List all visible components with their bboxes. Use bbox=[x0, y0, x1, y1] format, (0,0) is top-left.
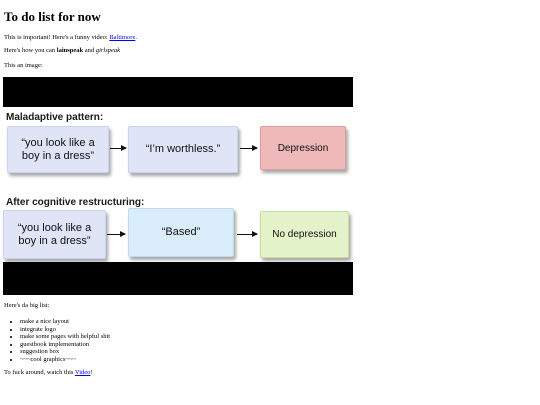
list-item: integrate logo bbox=[20, 326, 110, 334]
list-item: make a nice layout bbox=[20, 318, 110, 326]
lainspeak-text: lainspeak bbox=[56, 47, 84, 54]
image-bottom-bar bbox=[3, 262, 353, 295]
list-intro: Here's da big list: bbox=[4, 302, 50, 309]
important-suffix: . bbox=[135, 34, 137, 41]
list-item: suggestion box bbox=[20, 348, 110, 356]
baltimore-link[interactable]: Baltimore bbox=[109, 34, 136, 41]
video-link[interactable]: Video bbox=[74, 369, 91, 376]
cbt-image: Maladaptive pattern: “you look like a bo… bbox=[3, 77, 353, 295]
top-belief-box: “I’m worthless.” bbox=[128, 126, 238, 173]
no-depression-box: No depression bbox=[260, 211, 349, 258]
top-arrow-1 bbox=[110, 145, 127, 151]
list-item: guestbook implementation bbox=[20, 341, 110, 349]
top-thought-line1: “you look like a bbox=[21, 136, 95, 149]
bottom-thought-line1: “you look like a bbox=[17, 221, 92, 234]
restructuring-heading: After cognitive restructuring: bbox=[6, 197, 145, 208]
bottom-thought-box: “you look like a boy in a dress” bbox=[3, 210, 106, 259]
footer-line: To fuck around, watch this Video! bbox=[4, 369, 93, 377]
howto-and: and bbox=[83, 47, 96, 54]
bottom-arrow-2 bbox=[237, 231, 258, 237]
list-item: make some pages with helpful shit bbox=[20, 333, 110, 341]
big-list: make a nice layout integrate logo make s… bbox=[10, 318, 110, 363]
girlspeak-text: girlspeak bbox=[95, 47, 121, 54]
howto-text: Here's how you can bbox=[4, 47, 57, 54]
based-box: “Based” bbox=[128, 208, 234, 257]
top-thought-line2: boy in a dress” bbox=[21, 149, 95, 162]
list-item: ~~~cool graphics~~~ bbox=[20, 356, 110, 364]
depression-box: Depression bbox=[260, 126, 346, 170]
important-text: This is important! Here's a funny video: bbox=[4, 34, 110, 41]
bottom-arrow-1 bbox=[107, 231, 126, 237]
image-top-bar bbox=[3, 77, 353, 107]
top-arrow-2 bbox=[240, 145, 258, 151]
footer-text: To fuck around, watch this bbox=[4, 369, 75, 376]
footer-suffix: ! bbox=[90, 369, 93, 376]
no-depression-text: No depression bbox=[272, 229, 337, 240]
maladaptive-heading: Maladaptive pattern: bbox=[6, 112, 104, 123]
depression-text: Depression bbox=[277, 142, 329, 154]
image-label: This an image: bbox=[4, 62, 43, 69]
page-title: To do list for now bbox=[4, 9, 101, 24]
howto-line: Here's how you can lainspeak and girlspe… bbox=[4, 47, 120, 55]
bottom-thought-line2: boy in a dress” bbox=[18, 234, 91, 247]
top-belief-text: “I’m worthless.” bbox=[145, 143, 221, 155]
important-line: This is important! Here's a funny video:… bbox=[4, 34, 137, 42]
based-text: “Based” bbox=[161, 226, 201, 238]
top-thought-box: “you look like a boy in a dress” bbox=[7, 126, 109, 173]
